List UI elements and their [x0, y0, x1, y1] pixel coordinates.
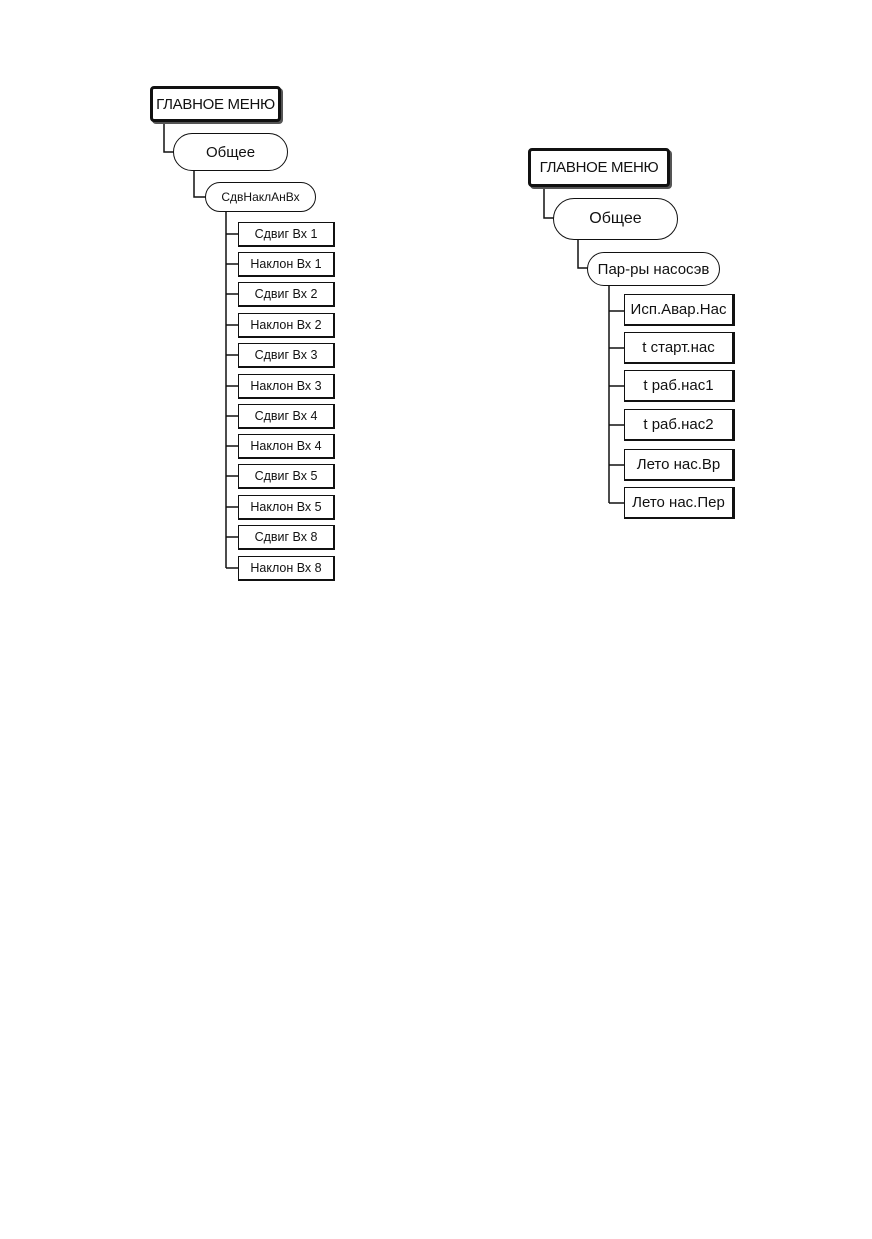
- right-item-summer-pump-time: Лето нас.Вр: [624, 449, 735, 481]
- left-item-slope-in4: Наклон Вх 4: [238, 434, 335, 459]
- right-node-general: Общее: [553, 198, 678, 240]
- left-node-shift-slope: СдвНаклАнВх: [205, 182, 316, 212]
- right-item-pump1-run-time: t раб.нас1: [624, 370, 735, 402]
- left-item-slope-in8: Наклон Вх 8: [238, 556, 335, 581]
- left-item-slope-in5: Наклон Вх 5: [238, 495, 335, 520]
- right-item-pump-emergency: Исп.Авар.Нас: [624, 294, 735, 326]
- left-node-general: Общее: [173, 133, 288, 171]
- left-item-slope-in1: Наклон Вх 1: [238, 252, 335, 277]
- left-root-main-menu: ГЛАВНОЕ МЕНЮ: [150, 86, 281, 122]
- left-item-shift-in8: Сдвиг Вх 8: [238, 525, 335, 550]
- left-item-slope-in2: Наклон Вх 2: [238, 313, 335, 338]
- right-item-pump2-run-time: t раб.нас2: [624, 409, 735, 441]
- right-root-main-menu: ГЛАВНОЕ МЕНЮ: [528, 148, 670, 187]
- left-item-shift-in3: Сдвиг Вх 3: [238, 343, 335, 368]
- right-node-pump-params: Пар-ры насосэв: [587, 252, 720, 286]
- left-item-shift-in5: Сдвиг Вх 5: [238, 464, 335, 489]
- left-item-shift-in1: Сдвиг Вх 1: [238, 222, 335, 247]
- left-item-shift-in2: Сдвиг Вх 2: [238, 282, 335, 307]
- right-item-pump-start-time: t старт.нас: [624, 332, 735, 364]
- left-item-shift-in4: Сдвиг Вх 4: [238, 404, 335, 429]
- right-item-summer-pump-period: Лето нас.Пер: [624, 487, 735, 519]
- left-item-slope-in3: Наклон Вх 3: [238, 374, 335, 399]
